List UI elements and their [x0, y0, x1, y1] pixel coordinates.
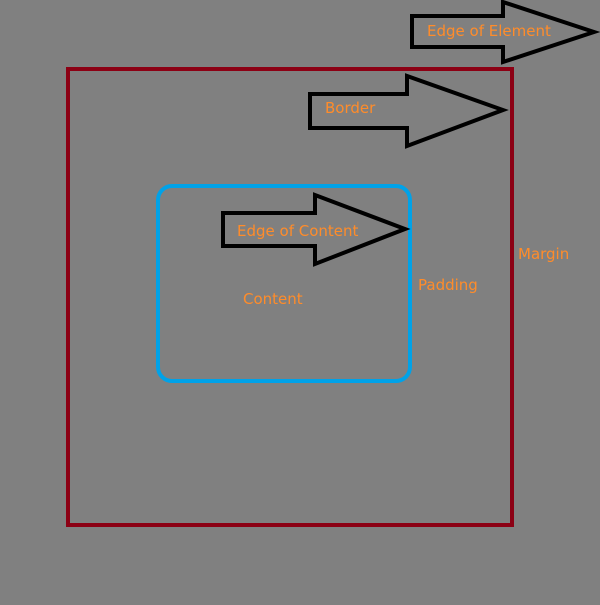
- border-arrow: [308, 73, 509, 149]
- border-box: [66, 67, 514, 527]
- border-label: Border: [325, 99, 376, 117]
- edge-of-content-label: Edge of Content: [237, 222, 359, 240]
- margin-label: Margin: [518, 245, 569, 263]
- content-box: [156, 184, 412, 383]
- edge-of-content-arrow: [221, 192, 411, 267]
- edge-of-element-arrow: [410, 0, 600, 65]
- content-label: Content: [243, 290, 303, 308]
- edge-of-element-label: Edge of Element: [427, 22, 551, 40]
- padding-label: Padding: [418, 276, 478, 294]
